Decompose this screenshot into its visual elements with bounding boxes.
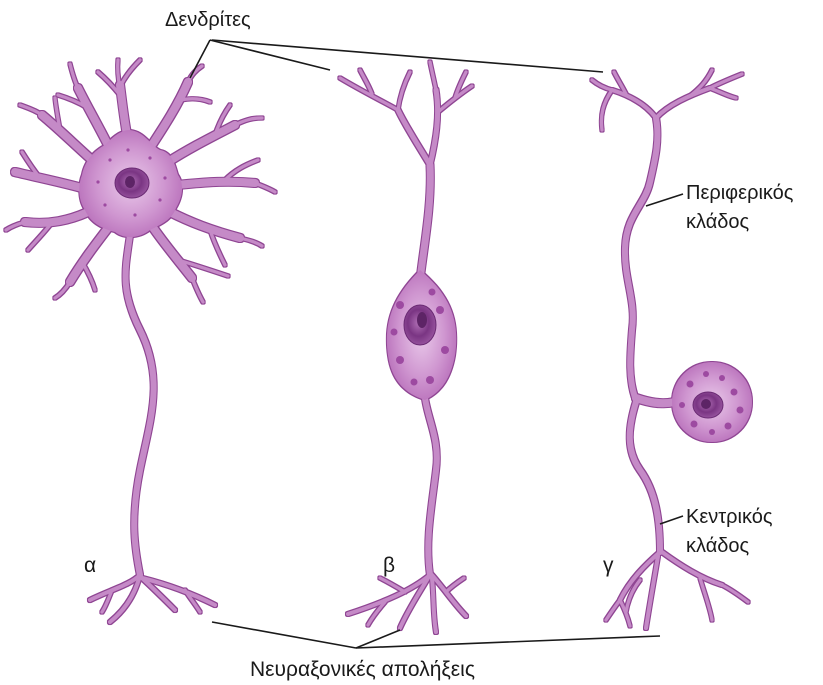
axon-terminal: [646, 556, 658, 628]
dendrite-branch: [118, 60, 120, 88]
granule: [709, 429, 715, 435]
dendrite: [168, 125, 235, 162]
granule: [737, 407, 744, 414]
dendrite: [42, 115, 92, 160]
peripheral-branch: [625, 118, 658, 400]
dendrite-branch: [82, 262, 95, 290]
dendrite: [150, 82, 188, 148]
leader-line-central: [660, 516, 683, 524]
label-neuron-beta: β: [383, 554, 395, 577]
axon-terminal: [380, 578, 405, 592]
cell-stem: [636, 398, 675, 403]
dendrite-branch: [592, 80, 612, 90]
axon-terminal: [432, 578, 436, 632]
label-neuron-alpha: α: [84, 554, 96, 577]
axon-terminal: [110, 575, 140, 622]
dendrite-branch: [6, 222, 25, 230]
granule: [108, 158, 111, 161]
granule: [396, 356, 404, 364]
dendrite-branch: [340, 78, 398, 110]
dendrite-branch: [430, 90, 438, 165]
dendrite-branch: [430, 62, 436, 90]
nucleolus: [125, 176, 135, 188]
nucleolus: [417, 312, 427, 328]
dendrite: [78, 88, 108, 145]
granule: [133, 213, 136, 216]
neuron-beta: [340, 62, 472, 632]
dendrite-branch: [225, 160, 258, 180]
granule: [103, 203, 106, 206]
granule: [126, 148, 129, 151]
dendrite-branch: [240, 238, 262, 246]
dendrite-branch: [398, 110, 430, 165]
axon-terminals: [90, 575, 215, 622]
granule: [441, 346, 449, 354]
dendrite: [176, 182, 255, 185]
nucleolus: [701, 399, 711, 409]
granule: [731, 389, 738, 396]
dendrite-branch: [235, 118, 262, 125]
granule: [725, 423, 732, 430]
leader-line-terminals-beta: [356, 630, 400, 648]
axon-terminal: [700, 578, 712, 620]
label-central-branch-line1: Κεντρικός: [686, 506, 773, 528]
dendrite-branch: [656, 88, 710, 118]
dendrite-branch: [28, 225, 50, 250]
granule: [411, 379, 418, 386]
dendrite-branch: [710, 88, 736, 98]
label-axon-terminals: Νευραξονικές απολήξεις: [250, 658, 475, 681]
axon-terminal: [446, 578, 464, 592]
dendrite: [25, 212, 88, 223]
dendrite-branch: [20, 105, 42, 115]
dendrite-branch: [55, 282, 70, 298]
axon-terminal: [142, 578, 215, 605]
granule: [391, 329, 398, 336]
dendrite: [420, 165, 430, 280]
dendrite: [152, 226, 192, 278]
granule: [163, 176, 166, 179]
dendrite-branch: [255, 183, 275, 192]
granule: [719, 375, 725, 381]
granule: [429, 289, 436, 296]
leader-line-terminals-gamma: [356, 636, 660, 648]
dendrite-branch: [180, 99, 210, 102]
axon-terminal: [606, 600, 620, 620]
granule: [158, 198, 161, 201]
dendrite-branch: [612, 90, 656, 118]
granule: [396, 301, 404, 309]
central-branch: [630, 402, 660, 552]
axon: [425, 398, 437, 575]
dendrite: [170, 212, 240, 238]
leader-line-peripheral: [646, 194, 683, 206]
dendrite-branch: [601, 90, 612, 130]
dendrite: [15, 172, 82, 188]
granule: [96, 180, 99, 183]
dendrite-branch: [192, 278, 203, 302]
leader-line-dendrites-alpha: [190, 40, 210, 78]
label-peripheral-branch-line2: κλάδος: [686, 211, 750, 233]
granule: [679, 402, 685, 408]
label-peripheral-branch-line1: Περιφερικός: [686, 182, 794, 204]
label-central-branch-line2: κλάδος: [686, 535, 750, 557]
dendrite-branch: [710, 74, 742, 88]
dendrite-branch: [121, 60, 140, 85]
granule: [148, 156, 151, 159]
label-neuron-gamma: γ: [603, 554, 614, 577]
leader-line-terminals-alpha: [212, 622, 356, 648]
granule: [436, 306, 444, 314]
label-dendrites: Δενδρίτες: [165, 9, 251, 31]
dendrite-branch: [398, 72, 410, 110]
granule: [691, 421, 698, 428]
granule: [703, 371, 709, 377]
leader-line-dendrites-gamma: [212, 40, 603, 72]
neuron-alpha: [6, 60, 275, 622]
granule: [426, 376, 434, 384]
axon-terminal: [722, 585, 748, 602]
granule: [687, 381, 694, 388]
dendrite-branch: [70, 64, 78, 88]
axon: [126, 235, 154, 575]
